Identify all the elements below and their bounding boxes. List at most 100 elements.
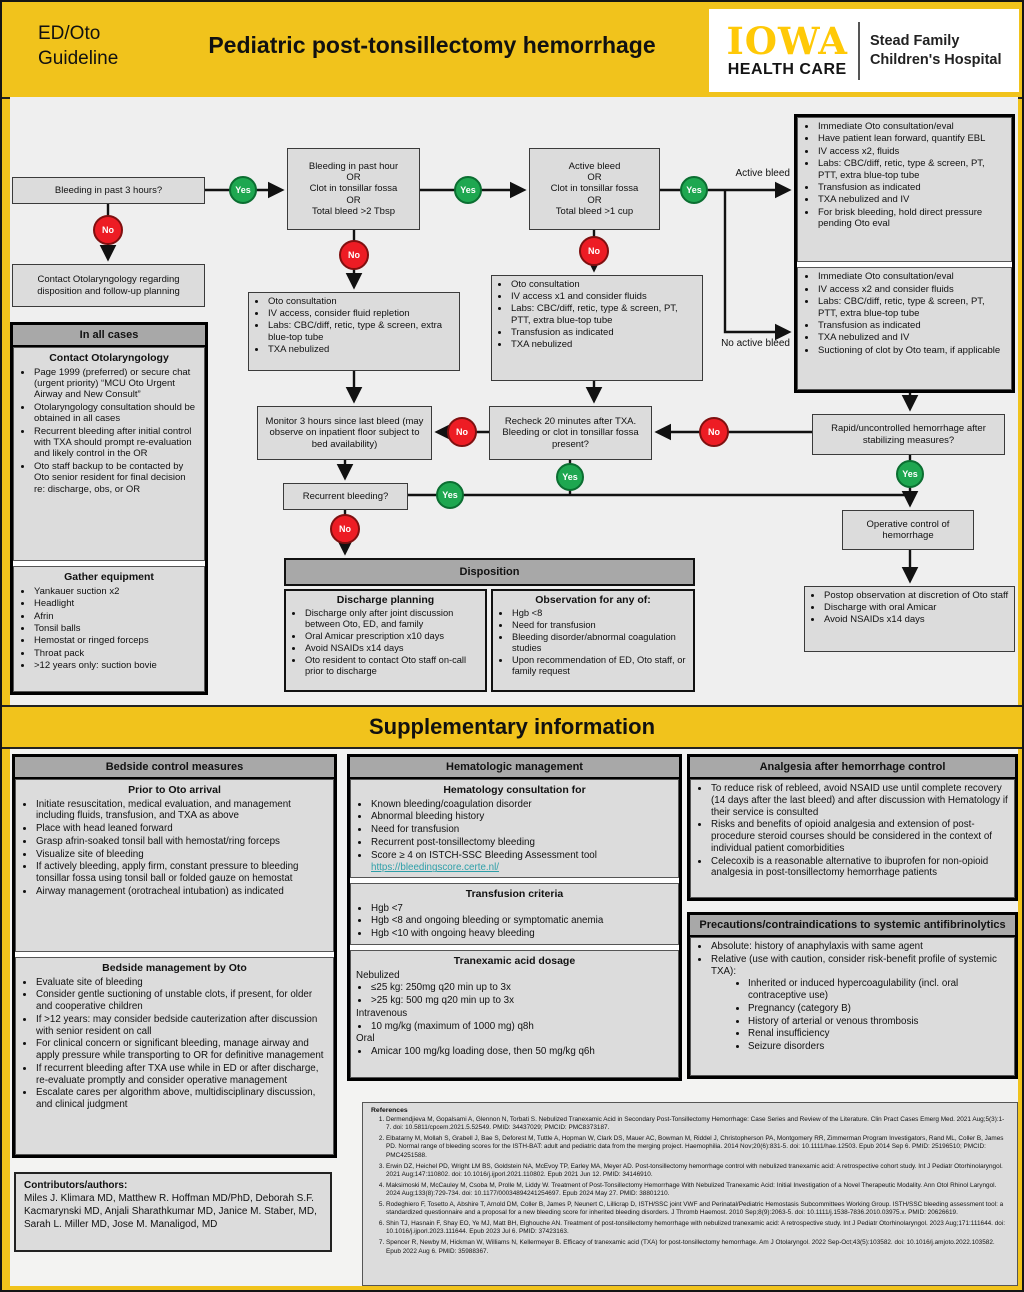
list-item: Transfusion as indicated [510,327,698,338]
yes-badge-2: Yes [454,176,482,204]
in-all-cases-panel: In all cases Contact Otolaryngology Page… [10,322,208,695]
list-item: Avoid NSAIDs x14 days [304,643,481,654]
no-active-bleed-branch-label: No active bleed [721,338,790,349]
txa-iv-list: 10 mg/kg (maximum of 1000 mg) q8h [356,1021,673,1033]
precautions-header: Precautions/contraindications to systemi… [690,915,1015,937]
bedside-management-title: Bedside management by Oto [102,962,247,975]
active-bleed-management-box: Immediate Oto consultation/evalHave pati… [797,117,1012,263]
no-active-bleed-list: Immediate Oto consultation/eval IV access… [803,271,1006,356]
list-item: IV access x2, fluids [817,146,1006,157]
no-active-bleed-management-box: Immediate Oto consultation/eval IV access… [797,267,1012,390]
list-item: Labs: CBC/diff, retic, type & screen, PT… [817,296,1006,319]
list-item: Immediate Oto consultation/eval [817,121,1006,132]
list-item: Transfusion as indicated [817,182,1006,193]
txa-dosage-title: Tranexamic acid dosage [453,954,576,967]
list-item: Hgb <8 [511,608,689,619]
analgesia-header: Analgesia after hemorrhage control [690,757,1015,779]
list-item: Pregnancy (category B) [748,1003,1009,1015]
txa-nebulized-list: ≤25 kg: 250mg q20 min up to 3x>25 kg: 50… [356,982,673,1007]
list-item: Bleeding disorder/abnormal coagulation s… [511,632,689,654]
gather-equipment-section: Gather equipment Yankauer suction x2Head… [13,566,205,692]
no-badge-recheck: No [447,417,477,447]
list-item: If >12 years: may consider bedside caute… [35,1014,328,1038]
list-item: Have patient lean forward, quantify EBL [817,133,1006,144]
list-item: >12 years only: suction bovie [33,660,199,671]
list-item: Oral Amicar prescription x10 days [304,631,481,642]
hematologic-management-header: Hematologic management [350,757,679,779]
list-item: Immediate Oto consultation/eval [817,271,1006,282]
discharge-planning-title: Discharge planning [336,594,435,606]
list-item: Consider gentle suctioning of unstable c… [35,989,328,1013]
list-item: Hgb <10 with ongoing heavy bleeding [370,928,673,940]
list-item: Transfusion as indicated [817,320,1006,331]
txa-dosage-section: Tranexamic acid dosage Nebulized ≤25 kg:… [350,949,679,1078]
oto-consult-mild-list: Oto consultationIV access, consider flui… [253,296,455,355]
list-item: Need for transfusion [511,620,689,631]
flow-box-contact-otolaryngology: Contact Otolaryngology regarding disposi… [12,264,205,307]
list-item: IV access x2 and consider fluids [817,284,1006,295]
logo-affiliate-line1: Stead Family [869,33,960,50]
discharge-planning-list: Discharge only after joint discussion be… [290,608,481,677]
list-item: Oto resident to contact Oto staff on-cal… [304,655,481,677]
logo-affiliate-line2: Children's Hospital [869,51,1002,68]
list-item: History of arterial or venous thrombosis [748,1016,1009,1028]
analgesia-section: To reduce risk of rebleed, avoid NSAID u… [690,779,1015,898]
prior-to-oto-title: Prior to Oto arrival [128,784,221,796]
list-item: Yankauer suction x2 [33,586,199,597]
supplementary-title: Supplementary information [368,714,656,739]
list-item: Oto consultation [510,279,698,290]
no-badge-1: No [93,215,123,245]
observation-list: Hgb <8Need for transfusionBleeding disor… [497,608,689,677]
observation-box: Observation for any of: Hgb <8Need for t… [491,589,695,692]
list-item: Recurrent post-tonsillectomy bleeding [370,837,673,849]
list-item: For clinical concern or significant blee… [35,1038,328,1062]
list-item: Abnormal bleeding history [370,811,673,823]
list-item: Postop observation at discretion of Oto … [823,590,1010,601]
flow-box-monitor-3-hours: Monitor 3 hours since last bleed (may ob… [257,406,432,460]
flow-box-active-bleed: Active bleed OR Clot in tonsillar fossa … [529,148,660,230]
yes-badge-3: Yes [680,176,708,204]
disposition-header: Disposition [284,558,695,586]
hematologic-management-panel: Hematologic management Hematology consul… [347,754,682,1081]
txa-iv-label: Intravenous [356,1007,408,1019]
yes-badge-recurrent: Yes [436,481,464,509]
list-item: TXA nebulized and IV [817,194,1006,205]
list-item: Afrin [33,611,199,622]
list-item: Oto staff backup to be contacted by Oto … [33,461,199,495]
flow-box-bleeding-past-3-hours: Bleeding in past 3 hours? [12,177,205,204]
yes-badge-1: Yes [229,176,257,204]
active-bleed-management-panel: Immediate Oto consultation/evalHave pati… [794,114,1015,393]
txa-oral-label: Oral [356,1033,375,1045]
contact-otolaryngology-section: Contact Otolaryngology Page 1999 (prefer… [13,347,205,562]
prior-to-oto-section: Prior to Oto arrival Initiate resuscitat… [15,779,334,953]
list-item: Inherited or induced hypercoagulability … [748,978,1009,1002]
supplementary-banner: Supplementary information [2,705,1022,749]
list-item: Avoid NSAIDs x14 days [823,614,1010,625]
gather-equipment-title: Gather equipment [64,571,154,584]
contributors-text: Miles J. Klimara MD, Matthew R. Hoffman … [24,1193,317,1230]
precautions-section: Absolute: history of anaphylaxis with sa… [690,937,1015,1076]
hematology-consultation-section: Hematology consultation for Known bleedi… [350,779,679,879]
list-item: To reduce risk of rebleed, avoid NSAID u… [710,783,1009,818]
flow-box-rapid-hemorrhage: Rapid/uncontrolled hemorrhage after stab… [812,414,1005,455]
iowa-healthcare-logo: IOWA HEALTH CARE [727,23,848,78]
list-item: Airway management (orotracheal intubatio… [35,886,328,898]
list-item: Escalate cares per algorithm above, mult… [35,1087,328,1111]
list-item: Visualize site of bleeding [35,849,328,861]
flow-box-recurrent-bleeding: Recurrent bleeding? [283,483,408,510]
list-item: For brisk bleeding, hold direct pressure… [817,207,1006,230]
header-banner: ED/Oto Guideline Pediatric post-tonsille… [2,2,1022,99]
txa-oral-list: Amicar 100 mg/kg loading dose, then 50 m… [356,1046,673,1058]
list-item: Rodeghiero F, Tosetto A, Abshire T, Arno… [386,1201,1009,1218]
yes-badge-recheck: Yes [556,463,584,491]
precautions-relative-sublist: Inherited or induced hypercoagulability … [734,978,1009,1053]
list-item: Maksimoski M, McCauley M, Csoba M, Proll… [386,1182,1009,1199]
no-badge-2: No [339,240,369,270]
list-item: Suctioning of clot by Oto team, if appli… [817,345,1006,356]
list-item: Labs: CBC/diff, retic, type & screen, PT… [817,158,1006,181]
list-item: Shin TJ, Hasnain F, Shay EO, Ye MJ, Matt… [386,1220,1009,1237]
list-item: Relative (use with caution, consider ris… [710,954,1009,978]
list-item: Labs: CBC/diff, retic, type & screen, ex… [267,320,455,342]
bleeding-score-link[interactable]: https://bleedingscore.certe.nl/ [371,862,499,874]
